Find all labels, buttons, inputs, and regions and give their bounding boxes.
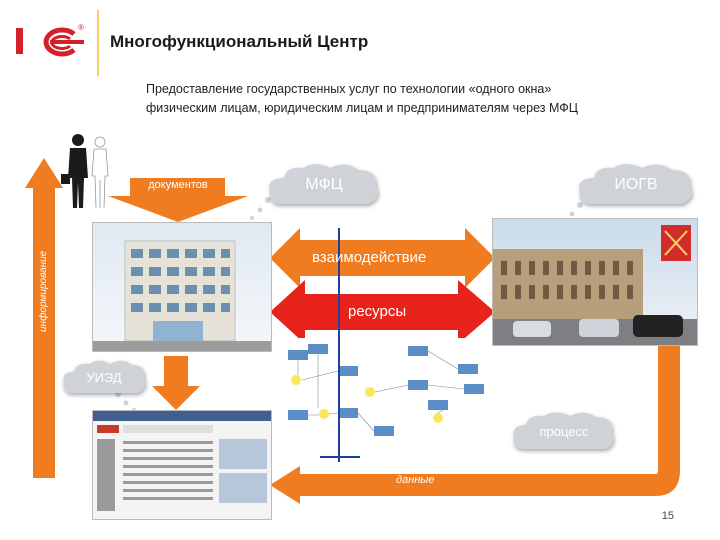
intake-label-line-2: документов <box>148 179 208 191</box>
company-logo: ® <box>14 20 90 60</box>
mfc-cloud-label: МФЦ <box>305 176 343 193</box>
process-cloud: процесс <box>512 412 616 452</box>
process-baseline <box>320 456 360 458</box>
page-title: Многофункциональный Центр <box>110 32 369 51</box>
page-number: 15 <box>661 510 674 522</box>
process-cloud-label: процесс <box>539 424 589 439</box>
down-arrow <box>152 356 200 410</box>
person-icons <box>61 134 109 209</box>
intake-label-line-1: Подача <box>159 166 197 178</box>
intake-arrow <box>108 178 248 222</box>
iogv-cloud-label: ИОГВ <box>614 176 658 193</box>
subtitle-line-2: физическим лицам, юридическим лицам и пр… <box>146 101 578 115</box>
interaction-arrow <box>270 228 495 288</box>
logo-registered-mark: ® <box>78 23 84 32</box>
iogv-cloud: ИОГВ <box>578 164 694 208</box>
resources-arrow <box>270 280 495 344</box>
iogv-building-image <box>492 218 698 346</box>
resources-label: ресурсы <box>348 303 407 320</box>
data-label: данные <box>396 474 435 486</box>
mfc-cloud: МФЦ <box>268 164 380 208</box>
site-cloud-label: УИЭД <box>86 370 122 385</box>
subtitle-line-1: Предоставление государственных услуг по … <box>146 82 552 96</box>
site-cloud: УИЭД <box>62 360 146 396</box>
interaction-label: взаимодействие <box>312 249 427 266</box>
mfc-building-image <box>92 222 272 352</box>
data-arrow <box>270 466 634 504</box>
header-divider <box>97 10 99 76</box>
informing-label: информирование <box>38 250 49 332</box>
portal-screenshot <box>92 410 272 520</box>
process-return-arrow <box>634 340 680 496</box>
informing-arrow <box>25 158 63 478</box>
process-diagram <box>278 338 490 456</box>
page-subtitle: Предоставление государственных услуг по … <box>146 80 686 118</box>
process-divider-line <box>338 228 340 462</box>
intake-label: Подача документов <box>130 166 226 192</box>
